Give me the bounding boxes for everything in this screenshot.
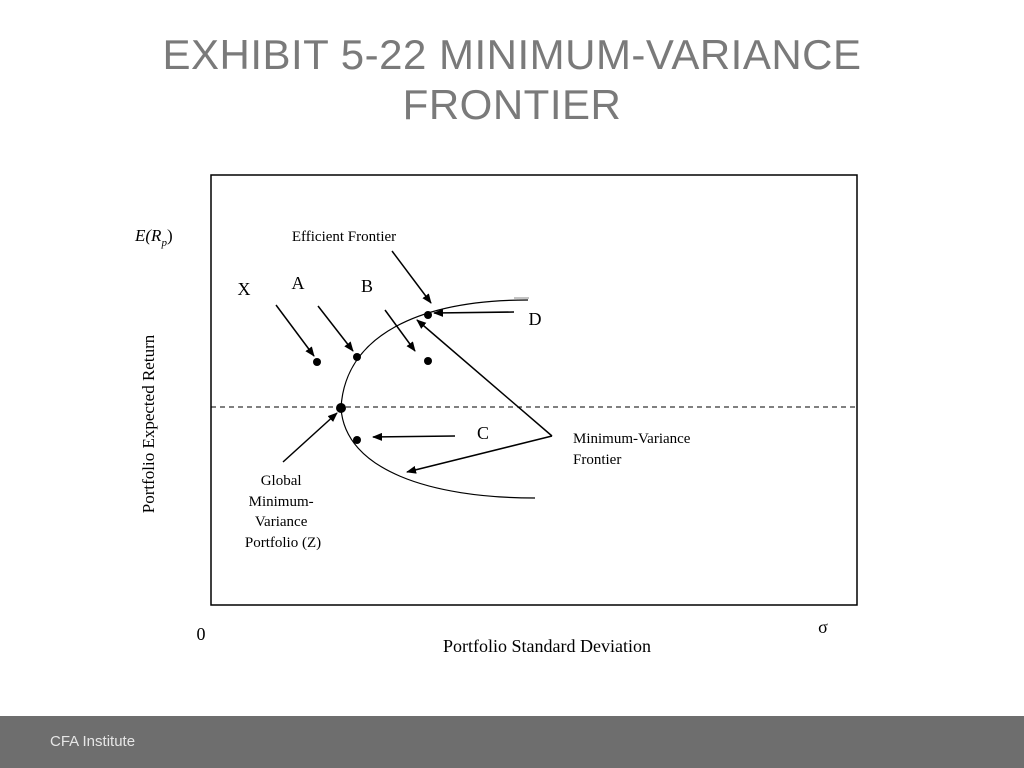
label-d: D [529, 309, 542, 329]
arrow-mvf-upper [416, 319, 553, 437]
point-c [353, 436, 361, 444]
mvf-label: Minimum-Variance Frontier [573, 431, 694, 468]
arrow-mvf-lower [406, 435, 553, 474]
slide-title-line-2: FRONTIER [402, 81, 622, 128]
gmv-label: Global Minimum- Variance Portfolio (Z) [245, 473, 321, 551]
label-x: X [238, 279, 251, 299]
minimum-variance-frontier-curve [340, 299, 536, 499]
arrow-efficient-frontier [391, 250, 432, 304]
y-axis-symbol: E(Rp) [134, 226, 173, 249]
footer-bar: CFA Institute [0, 716, 1024, 768]
point-a [353, 353, 361, 361]
point-z-global-minimum [336, 403, 346, 413]
y-axis-symbol-subscript: p [160, 237, 167, 249]
slide-title: EXHIBIT 5-22 MINIMUM-VARIANCE FRONTIER [0, 30, 1024, 130]
label-b: B [361, 276, 373, 296]
point-d [424, 311, 432, 319]
x-axis-label: Portfolio Standard Deviation [443, 636, 651, 656]
point-b [424, 357, 432, 365]
arrow-c [372, 432, 456, 441]
arrow-b [384, 309, 416, 352]
point-x [313, 358, 321, 366]
origin-label: 0 [197, 624, 206, 644]
footer-brand: CFA Institute [50, 733, 136, 750]
slide-title-line-1: EXHIBIT 5-22 MINIMUM-VARIANCE [162, 31, 862, 78]
arrow-gmv [282, 412, 338, 463]
arrow-a [317, 305, 354, 352]
label-a: A [292, 273, 305, 293]
label-c: C [477, 423, 489, 443]
plot-frame [210, 174, 858, 606]
efficient-frontier-label: Efficient Frontier [292, 229, 396, 245]
y-axis-label: Portfolio Expected Return [139, 334, 158, 513]
arrow-x [275, 304, 315, 357]
x-axis-symbol: σ [818, 617, 828, 637]
arrow-d [433, 308, 515, 317]
